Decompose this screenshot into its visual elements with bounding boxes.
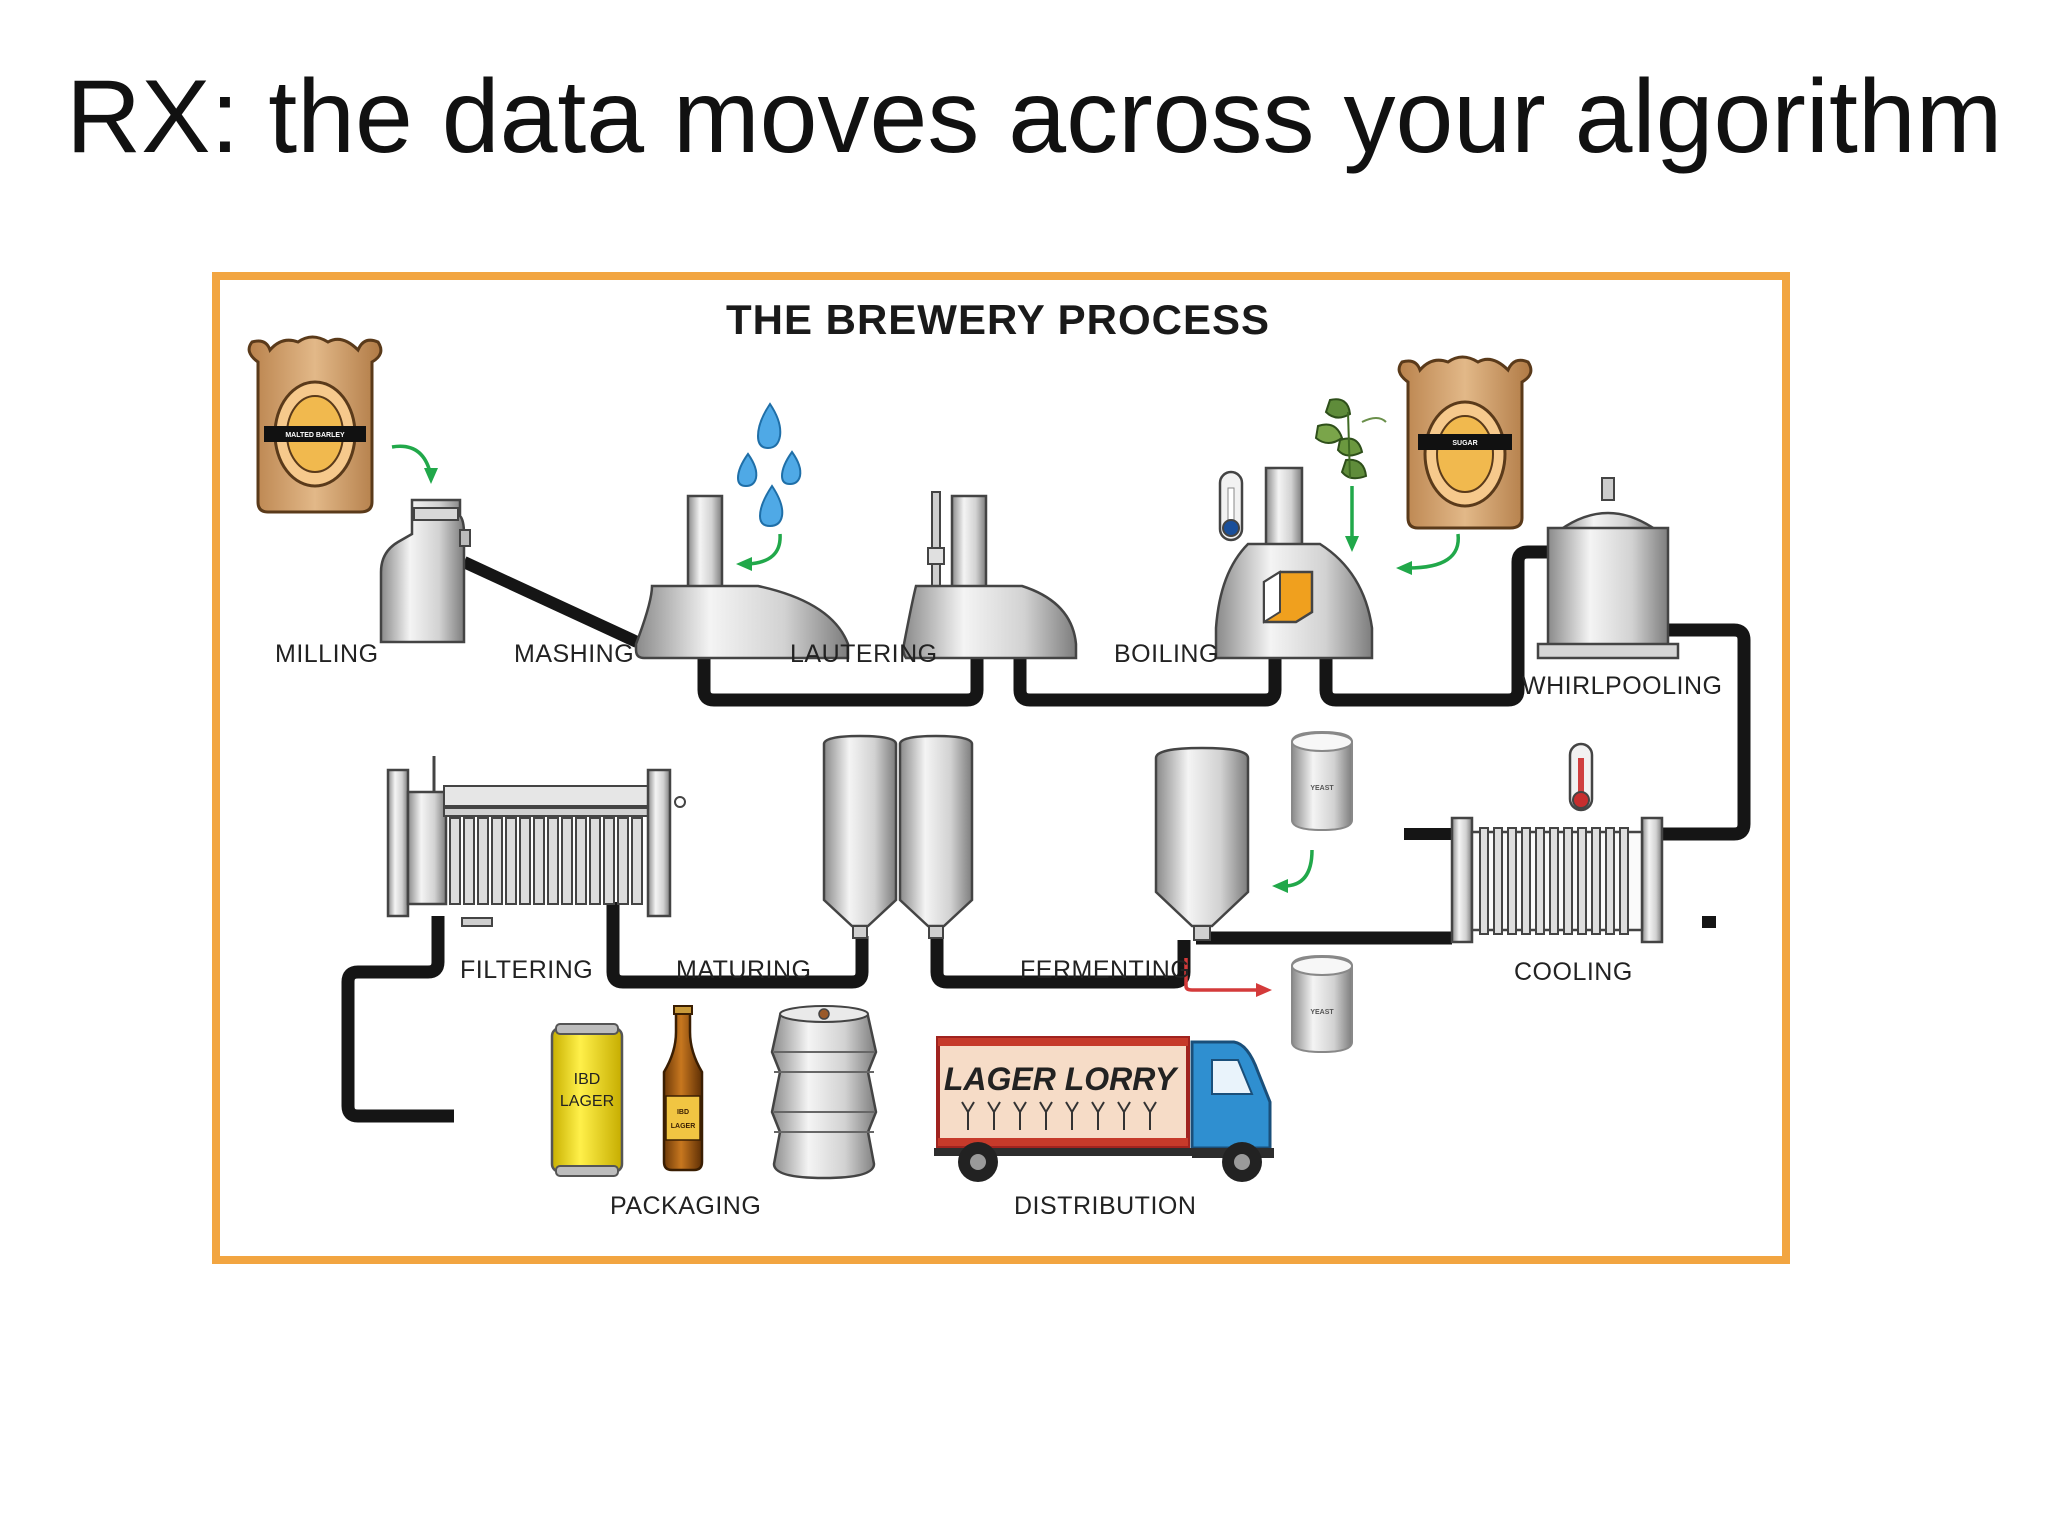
maturing-tanks-icon (822, 734, 974, 939)
stage-label-packaging: PACKAGING (610, 1192, 761, 1220)
truck-icon: LAGER LORRY (934, 1036, 1274, 1182)
fermentation-tank-icon (1154, 746, 1250, 941)
process-pipes (341, 545, 1751, 1123)
can-label-line1: IBD (574, 1071, 601, 1088)
stage-label-maturing: MATURING (676, 956, 811, 984)
slide-title: RX: the data moves across your algorithm (66, 59, 2003, 175)
barley-arrow-icon (391, 444, 432, 473)
sugar-sack-label: SUGAR (1452, 440, 1477, 447)
yeast-out-label: YEAST (1310, 1009, 1334, 1016)
thermometer-icon (1568, 742, 1594, 812)
heat-exchanger-icon (1450, 816, 1664, 944)
brew-kettle-icon (1214, 466, 1374, 660)
stage-label-boiling: BOILING (1114, 640, 1219, 668)
water-drops-icon (736, 402, 802, 528)
bottle-label-line1: IBD (677, 1109, 689, 1116)
stage-label-lautering: LAUTERING (790, 640, 938, 668)
bottle-label-line2: LAGER (671, 1123, 696, 1130)
lauter-tun-icon (902, 491, 1078, 660)
yeast-canister-icon: YEAST (1291, 954, 1353, 1054)
can-icon: IBD LAGER (550, 1023, 624, 1177)
hops-icon (1314, 398, 1387, 480)
mill-icon (379, 498, 471, 644)
stage-label-fermenting: FERMENTING (1020, 956, 1190, 984)
filter-press-icon (386, 756, 686, 927)
sugar-sack-icon: SUGAR (1397, 355, 1533, 530)
keg-icon (770, 1005, 878, 1180)
diagram-title: THE BREWERY PROCESS (726, 296, 1270, 343)
can-label-line2: LAGER (560, 1093, 614, 1110)
thermometer-icon (1218, 470, 1244, 542)
stage-label-milling: MILLING (275, 640, 379, 668)
whirlpool-tank-icon (1536, 477, 1680, 660)
truck-label: LAGER LORRY (944, 1061, 1179, 1097)
stage-label-filtering: FILTERING (460, 956, 593, 984)
stage-label-mashing: MASHING (514, 640, 634, 668)
stage-label-cooling: COOLING (1514, 958, 1633, 986)
barley-sack-label: MALTED BARLEY (285, 432, 345, 439)
stage-label-distribution: DISTRIBUTION (1014, 1192, 1196, 1220)
barley-sack-icon: MALTED BARLEY (247, 335, 383, 514)
yeast-out-arrow-icon (1184, 958, 1260, 992)
yeast-in-label: YEAST (1310, 785, 1334, 792)
brewery-process-diagram: THE BREWERY PROCESS MALTED BARLEY (212, 272, 1790, 1264)
mash-tun-icon (634, 494, 850, 660)
bottle-icon: IBD LAGER (662, 1005, 704, 1172)
yeast-canister-icon: YEAST (1291, 730, 1353, 832)
stage-label-whirlpooling: WHIRLPOOLING (1522, 672, 1722, 700)
